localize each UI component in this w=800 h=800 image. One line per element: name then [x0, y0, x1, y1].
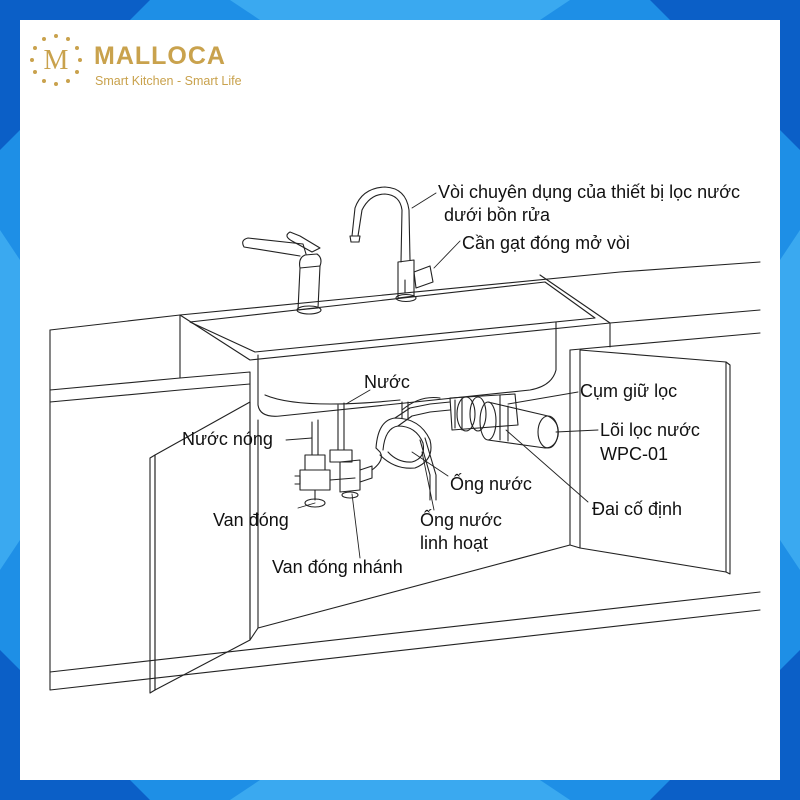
label-filter-holder: Cụm giữ lọc [580, 381, 678, 401]
label-cartridge-line1: Lõi lọc nước [600, 420, 700, 440]
label-faucet-lever: Cần gạt đóng mở vòi [462, 233, 630, 253]
faucet-water-pipe [401, 396, 441, 421]
label-filter-faucet-line2: dưới bồn rửa [444, 205, 550, 225]
flexible-hose [375, 401, 451, 501]
label-water: Nước [364, 372, 410, 392]
label-hot-water: Nước nóng [182, 429, 273, 449]
leader-lines [285, 192, 599, 559]
filter-faucet-icon [349, 186, 434, 303]
shutoff-valve-icon [294, 469, 356, 508]
malloca-logo-icon: M [30, 34, 82, 86]
main-faucet-icon [242, 231, 322, 315]
label-water-pipe: Ống nước [450, 474, 532, 494]
label-flex-hose-line2: linh hoạt [420, 533, 489, 553]
countertop [49, 261, 761, 403]
label-branch-valve: Van đóng nhánh [272, 557, 403, 577]
right-cabinet-door [579, 349, 731, 575]
label-filter-faucet-line1: Vòi chuyên dụng của thiết bị lọc nước [438, 182, 741, 202]
sink-basin [179, 274, 611, 417]
left-cabinet-door [149, 401, 251, 694]
label-cartridge-line2: WPC-01 [600, 444, 669, 464]
label-fixing-clamp: Đai cố định [592, 499, 683, 519]
label-flex-hose-line1: Ống nước [420, 510, 502, 530]
brand-name: MALLOCA [94, 42, 226, 70]
label-shutoff-valve: Van đóng [213, 510, 289, 530]
filter-holder-icon [449, 393, 519, 432]
logo-letter: M [44, 45, 69, 76]
cabinet [49, 349, 761, 691]
brand-header: M MALLOCA Smart Kitchen - Smart Life [26, 30, 266, 90]
branch-valve-icon [339, 447, 382, 499]
brand-tagline: Smart Kitchen - Smart Life [95, 74, 242, 88]
